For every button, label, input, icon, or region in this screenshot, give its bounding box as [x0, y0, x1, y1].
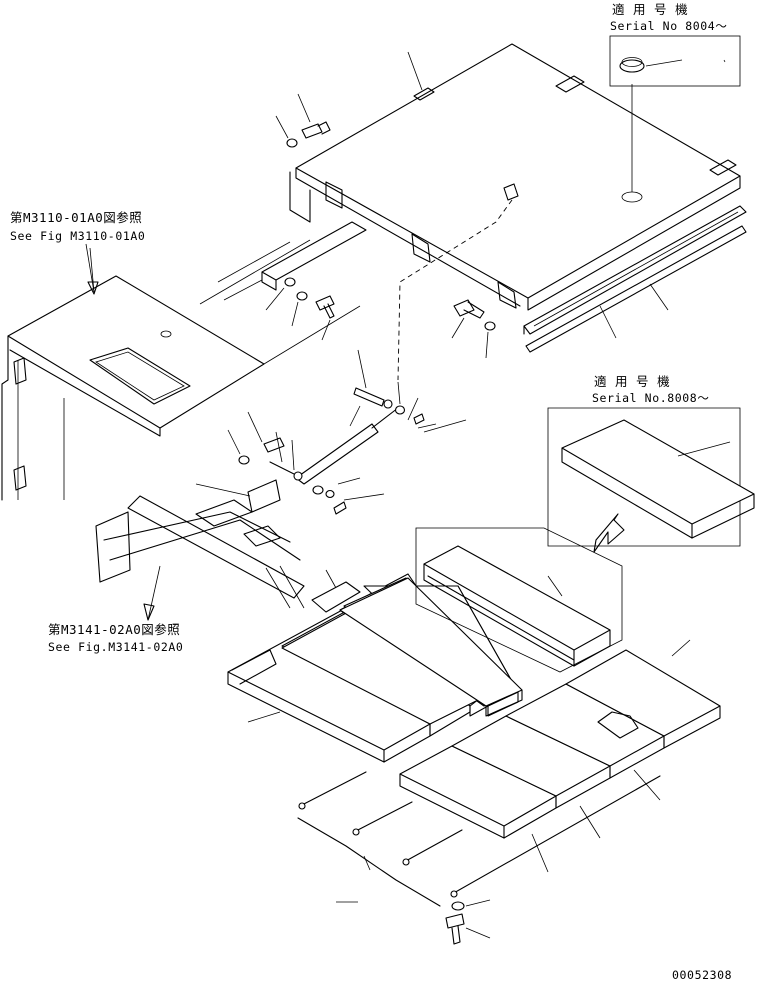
reference-arrows [85, 243, 99, 295]
lower-frame [95, 495, 337, 621]
bottom-ref-label-jp: 第M3141-02A0図参照 [48, 622, 180, 637]
bottom-ref-label-en: See Fig.M3141-02A0 [48, 640, 183, 654]
top-cover-panel [289, 43, 741, 381]
mid-right-label-jp: 適 用 号 機 [594, 374, 670, 389]
gas-spring-assembly [195, 349, 467, 515]
floor-mats [227, 573, 721, 873]
rods-and-bolts [297, 771, 661, 945]
serial-box-top [609, 35, 741, 87]
mat-detail-box [415, 527, 623, 673]
drawing-number: 00052308 [672, 968, 732, 982]
cab-frame [1, 239, 361, 501]
serial-box-mid [547, 407, 755, 553]
fasteners-upper [217, 93, 496, 359]
left-ref-label-jp: 第M3110-01A0図参照 [10, 210, 142, 225]
top-right-label-jp: 適 用 号 機 [612, 2, 688, 17]
rails [523, 205, 747, 353]
left-ref-label-en: See Fig M3110-01A0 [10, 229, 145, 243]
top-right-label-serial: Serial No 8004～ [610, 19, 727, 33]
mid-right-label-serial: Serial No.8008～ [592, 391, 709, 405]
